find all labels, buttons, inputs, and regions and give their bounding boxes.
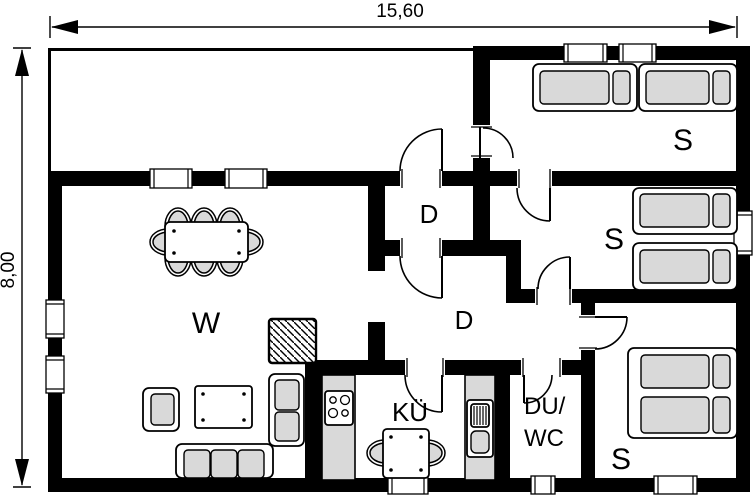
sink-icon [466,399,494,458]
fireplace-stove [267,317,318,365]
room-label-vestibule: D [420,199,439,229]
sofa-side [268,373,305,447]
wall [368,322,385,375]
wall [48,171,737,186]
bedroom-middle-beds [632,187,738,291]
wall [473,46,750,60]
door [399,128,443,172]
dimension-top: 15,60 [49,1,738,38]
window [45,355,65,394]
door [516,187,551,222]
dining-table [164,221,249,263]
door [523,374,553,404]
wall [495,375,510,492]
room-label-living: W [192,307,221,340]
wall [736,46,750,492]
arrow-down-icon [15,459,29,486]
window [387,475,429,495]
window [530,475,556,495]
room-label-hallway: D [455,305,474,335]
door [479,127,514,159]
kitchen-table [382,428,430,479]
single-bed [632,187,738,235]
door-openings [400,125,597,377]
dining-set [149,207,264,277]
wall [368,240,521,256]
lounge-set [142,373,305,479]
armchair [142,387,180,432]
doors [399,127,628,413]
wall [473,186,490,256]
hob-icon [324,390,354,426]
single-bed [638,63,738,112]
window [563,43,608,63]
arrow-up-icon [15,49,29,76]
coffee-table [194,385,253,429]
door [399,255,443,299]
double-bed [627,347,738,439]
arrow-right-icon [709,20,736,34]
wall [581,375,595,492]
window [149,168,193,189]
door [537,256,571,290]
height-dimension-label: 8,00 [0,252,19,289]
door [404,374,443,413]
dimension-left: 8,00 [0,47,31,488]
window [45,299,65,339]
windows [45,43,753,495]
arrow-left-icon [51,20,78,34]
bedroom-top-beds [532,63,738,112]
window [653,475,698,495]
window [618,43,657,63]
bedroom-bottom-bed [627,347,738,439]
door [594,316,628,350]
sofa-bottom [175,443,274,479]
window [224,168,268,189]
wall [305,360,322,492]
single-bed [632,242,738,291]
single-bed [532,63,638,112]
room-label-shower-wc-line2: WC [524,425,564,452]
kitchen-fixtures [321,374,496,481]
room-label-shower-wc-line1: DU/ [524,393,566,420]
room-label-bedroom-middle: S [604,223,624,256]
room-label-bedroom-top: S [673,124,693,157]
terrace-outline [48,48,475,171]
width-dimension-label: 15,60 [376,1,424,22]
room-label-kitchen: KÜ [392,397,428,427]
room-label-bedroom-bottom: S [611,443,631,476]
wall [368,186,385,271]
